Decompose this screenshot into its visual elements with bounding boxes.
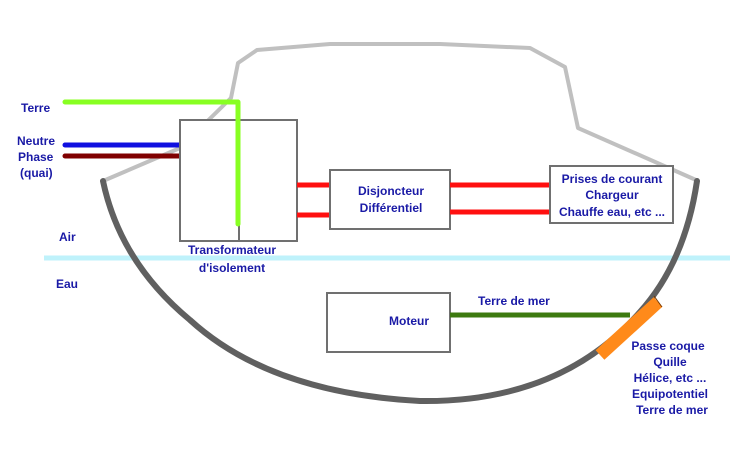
- label-outlets-2: Chargeur: [585, 188, 639, 202]
- label-phase: Phase: [18, 150, 54, 164]
- label-fitting-4: Equipotentiel: [632, 387, 708, 401]
- transformer-box-right: [238, 119, 298, 242]
- label-outlets-1: Prises de courant: [562, 172, 663, 186]
- label-breaker-1: Disjoncteur: [358, 184, 424, 198]
- label-fitting-3: Hélice, etc ...: [634, 371, 707, 385]
- motor-box: [326, 292, 451, 353]
- label-outlets-3: Chauffe eau, etc ...: [559, 205, 665, 219]
- earth-wire: [62, 99, 241, 227]
- label-transformer-1: Transformateur: [188, 243, 276, 257]
- label-quai: (quai): [20, 166, 53, 180]
- label-transformer-2: d'isolement: [199, 261, 265, 275]
- hull-fitting-edge-top: [653, 295, 663, 308]
- label-breaker-2: Différentiel: [360, 201, 423, 215]
- outlets-box: [549, 165, 674, 224]
- label-motor: Moteur: [389, 314, 429, 328]
- label-air: Air: [59, 230, 76, 244]
- transformer-box-left: [179, 119, 240, 242]
- label-fitting-5: Terre de mer: [636, 403, 708, 417]
- label-neutre: Neutre: [17, 134, 55, 148]
- label-sea-earth: Terre de mer: [478, 294, 550, 308]
- breaker-box: [329, 169, 451, 230]
- cabin-outline: [102, 42, 697, 183]
- label-eau: Eau: [56, 277, 78, 291]
- hull-fitting: [595, 297, 663, 360]
- label-fitting-1: Passe coque: [631, 339, 705, 353]
- label-fitting-2: Quille: [653, 355, 687, 369]
- label-terre: Terre: [21, 101, 50, 115]
- hull-outline: [100, 178, 700, 405]
